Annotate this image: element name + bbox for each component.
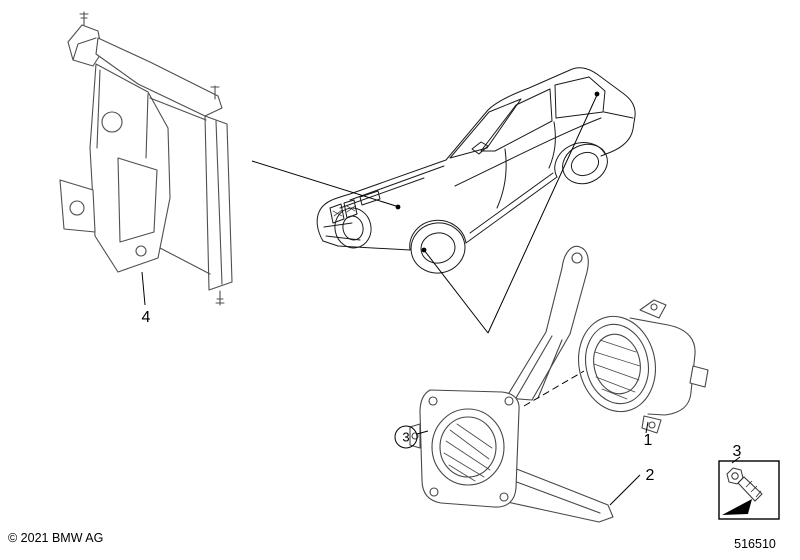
mounting-bracket-drawing-part2: [409, 245, 614, 523]
assembly-axis-dashed-line: [523, 370, 585, 407]
headlight: [359, 190, 381, 206]
callout-part-2[interactable]: 2: [645, 467, 655, 484]
hex-bolt-icon: [726, 467, 763, 502]
rear-side-window: [554, 76, 606, 119]
callout-part-3-box[interactable]: 3: [732, 443, 742, 460]
speaker-grille-hatch: [593, 339, 641, 400]
sound-generator-drawing-part1: [577, 299, 709, 434]
callout-part-4[interactable]: 4: [141, 309, 151, 326]
copyright-text: © 2021 BMW AG: [8, 531, 104, 545]
speaker-opening-hatch: [443, 423, 493, 482]
holder-bracket-drawing-part4: [59, 11, 233, 306]
kidney-grille: [329, 199, 358, 224]
windshield: [449, 98, 522, 159]
wheel-front-near: [410, 222, 466, 274]
screw-arrow-icon: [722, 499, 752, 515]
callout-part-3-circled[interactable]: 3: [394, 425, 418, 449]
mirror: [471, 141, 489, 155]
diagram-number: 516510: [734, 537, 776, 551]
wheel-rear: [562, 143, 608, 185]
callout-part-1[interactable]: 1: [643, 432, 653, 449]
wheel-front-far: [334, 207, 372, 249]
front-side-window: [480, 88, 553, 152]
screw-box-drawing-part3: [718, 460, 780, 520]
leader-lines: [141, 91, 741, 506]
car-outline-drawing: [316, 67, 636, 274]
